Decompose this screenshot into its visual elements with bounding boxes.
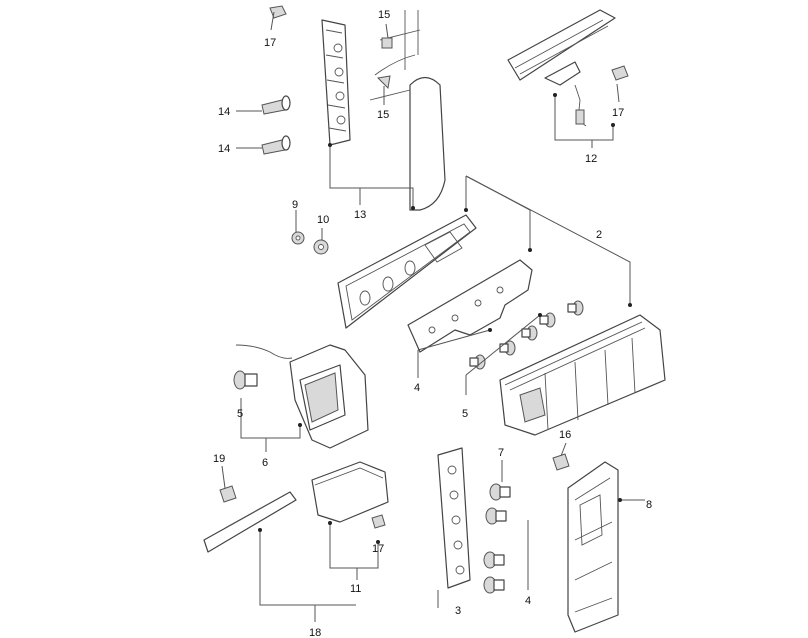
callout-labels: 17 15 15 14 14 13 9 10 12 17 2 4 5 5 6 1… bbox=[213, 9, 652, 638]
callout-6: 6 bbox=[262, 457, 268, 469]
callout-8: 8 bbox=[646, 499, 652, 511]
clip-16 bbox=[552, 453, 570, 471]
callout-10: 10 bbox=[317, 214, 329, 226]
callout-3: 3 bbox=[455, 605, 461, 617]
reflector-strip bbox=[203, 491, 297, 553]
fog-lamp-6 bbox=[235, 344, 369, 449]
callout-14-upper: 14 bbox=[218, 106, 230, 118]
callout-17-bottom: 17 bbox=[372, 543, 384, 555]
high-mount-stop-lamp-12 bbox=[507, 9, 616, 127]
callout-14-lower: 14 bbox=[218, 143, 230, 155]
bulb-17-bottom bbox=[371, 514, 386, 529]
callout-11: 11 bbox=[350, 583, 361, 595]
lamp-lens-gasket bbox=[337, 214, 477, 329]
side-marker-lamp-11 bbox=[311, 461, 389, 523]
bulb-5-fog bbox=[233, 370, 258, 390]
bulb-17-top bbox=[269, 5, 287, 19]
nut-9 bbox=[291, 231, 305, 245]
callout-12: 12 bbox=[585, 153, 597, 165]
rear-lamp-housing-8 bbox=[567, 461, 619, 633]
gasket-3 bbox=[437, 447, 471, 589]
callout-15-upper: 15 bbox=[378, 9, 390, 21]
callout-18: 18 bbox=[309, 627, 321, 638]
screw-14-upper bbox=[261, 95, 291, 115]
callout-5-fog: 5 bbox=[237, 408, 243, 420]
screw-14-lower bbox=[261, 135, 291, 155]
connector-15-lower bbox=[376, 75, 391, 90]
rear-combination-lamp-2 bbox=[499, 314, 666, 436]
callout-15-lower: 15 bbox=[377, 109, 389, 121]
leader-lines bbox=[221, 11, 645, 622]
callout-13: 13 bbox=[354, 209, 366, 221]
callout-2: 2 bbox=[596, 229, 602, 241]
callout-5-upper: 5 bbox=[462, 408, 468, 420]
callout-4-lower: 4 bbox=[525, 595, 531, 607]
callout-17-right: 17 bbox=[612, 107, 624, 119]
gasket-plate-4 bbox=[407, 259, 533, 353]
nut-10 bbox=[313, 239, 329, 255]
lamp-housing-13 bbox=[321, 10, 446, 211]
bulbs-lower-group bbox=[483, 483, 511, 594]
callout-16: 16 bbox=[559, 429, 571, 441]
callout-4-upper: 4 bbox=[414, 382, 420, 394]
callout-9: 9 bbox=[292, 199, 298, 211]
clip-19 bbox=[219, 485, 237, 503]
callout-19: 19 bbox=[213, 453, 225, 465]
callout-17-top: 17 bbox=[264, 37, 276, 49]
bulbs-5-group bbox=[469, 300, 584, 370]
callout-7: 7 bbox=[498, 447, 504, 459]
bulb-17-right bbox=[611, 65, 629, 81]
leader-dots bbox=[258, 93, 632, 544]
connector-15-upper bbox=[381, 37, 393, 49]
